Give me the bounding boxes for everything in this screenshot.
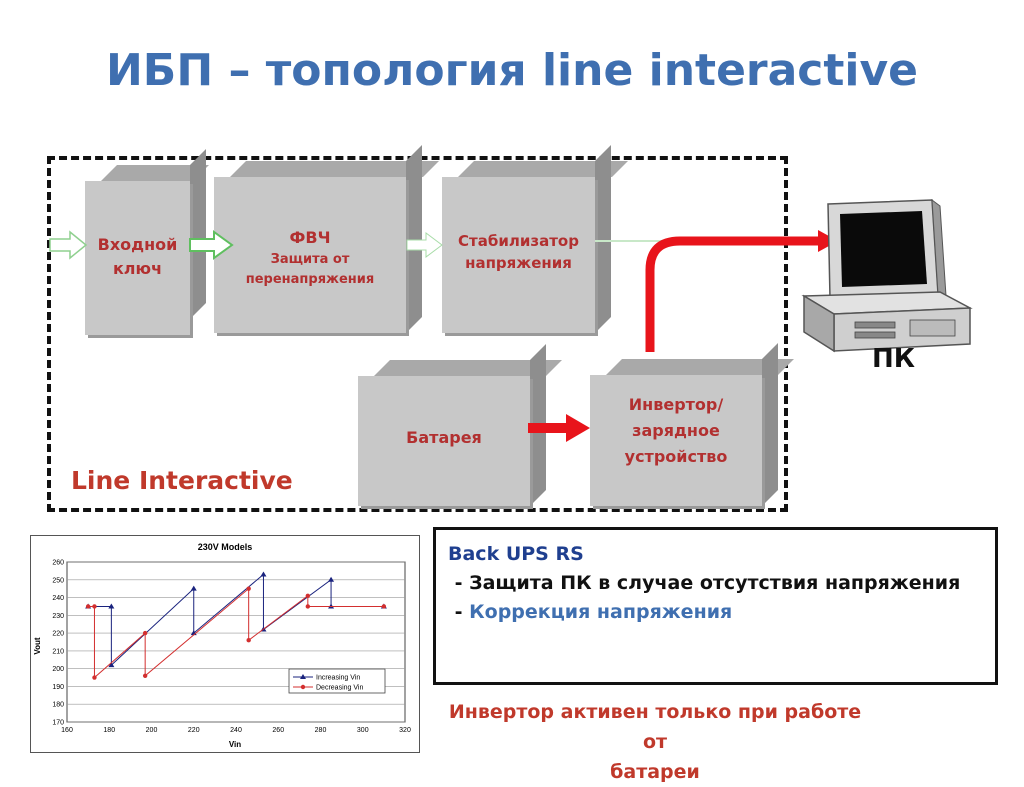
y-tick-label: 210 [52, 648, 64, 655]
legend-label-2: Decreasing Vin [316, 685, 363, 692]
series-point-2 [92, 675, 97, 680]
input-switch-label: Входной ключ [97, 235, 178, 278]
inverter-note: Инвертор активен только при работе от ба… [448, 701, 862, 783]
slide-title: ИБП – топология line interactive [105, 45, 919, 96]
info-line-1: - Защита ПК в случае отсутствия напряжен… [448, 572, 961, 594]
fvch-title: ФВЧ [289, 228, 331, 247]
pc-label: ПК [872, 344, 916, 374]
x-tick-label: 160 [61, 727, 73, 734]
switch-to-fvch-arrow [189, 230, 234, 260]
series-point-2 [85, 604, 91, 609]
legend-marker-2 [300, 684, 306, 690]
series-point-2 [142, 630, 148, 636]
fvch-subtitle-2: перенапряжения [245, 272, 375, 287]
plot-area [66, 561, 406, 723]
series-point-1 [108, 603, 115, 609]
legend-label-1: Increasing Vin [316, 675, 360, 682]
y-tick-label: 240 [52, 595, 64, 602]
y-tick-label: 230 [52, 613, 64, 620]
battery-to-inverter-arrowhead [566, 414, 590, 442]
x-tick-label: 260 [272, 727, 284, 734]
series-point-2 [381, 604, 387, 609]
fvch-to-stabilizer-arrow [406, 232, 443, 258]
stabilizer-label: Стабилизатор напряжения [458, 232, 579, 272]
input-arrow [49, 230, 88, 260]
x-tick-label: 300 [357, 727, 369, 734]
inverter-to-pc-red-line [645, 236, 822, 352]
legend-marker-1 [300, 674, 306, 679]
x-tick-label: 180 [103, 727, 115, 734]
diagram-arrows [49, 230, 838, 442]
series-point-2 [305, 604, 311, 609]
x-tick-label: 200 [146, 727, 158, 734]
series-line-2 [88, 587, 384, 679]
series-point-1 [260, 571, 267, 577]
chart-svg: 230V Models Vin Vout 170 180 190 200 210 220 2… [33, 542, 411, 749]
y-tick-label: 260 [52, 560, 64, 567]
chart-title: 230V Models [198, 542, 253, 552]
battery-label: Батарея [406, 428, 482, 447]
fvch-subtitle-1: Защита от [270, 252, 350, 267]
series-point-1 [108, 662, 115, 668]
series-point-2 [246, 586, 251, 591]
x-tick-label: 280 [315, 727, 327, 734]
series-point-1 [190, 585, 197, 591]
series-point-1 [328, 576, 335, 582]
series-point-2 [305, 593, 311, 598]
y-tick-label: 190 [52, 684, 64, 691]
back-ups-info-box: Back UPS RS - Защита ПК в случае отсутст… [433, 527, 998, 685]
x-tick-label: 240 [230, 727, 242, 734]
pc-red-arrowhead [818, 230, 838, 252]
chart-legend [288, 668, 386, 694]
y-tick-label: 220 [52, 631, 64, 638]
frame-label: Line Interactive [71, 466, 293, 495]
chart-ylabel: Vout [33, 637, 42, 655]
hysteresis-chart: 230V Models Vin Vout 170 180 190 200 210 220 2… [30, 535, 420, 753]
x-tick-label: 320 [399, 727, 411, 734]
y-tick-label: 180 [52, 702, 64, 709]
series-line-1 [88, 573, 384, 667]
series-point-2 [246, 638, 251, 643]
computer-icon [801, 198, 973, 353]
x-tick-label: 220 [188, 727, 200, 734]
series-point-2 [92, 604, 97, 609]
y-tick-label: 250 [52, 577, 64, 584]
info-line-2: - Коррекция напряжения [448, 601, 733, 623]
series-point-2 [142, 673, 148, 678]
inverter-label: Инвертор/ зарядное устройство [624, 395, 728, 466]
info-heading: Back UPS RS [448, 543, 584, 565]
y-tick-label: 170 [52, 720, 64, 727]
chart-xlabel: Vin [229, 740, 241, 749]
fvch-label: ФВЧ Защита от перенапряжения [214, 226, 406, 290]
y-tick-label: 200 [52, 666, 64, 673]
